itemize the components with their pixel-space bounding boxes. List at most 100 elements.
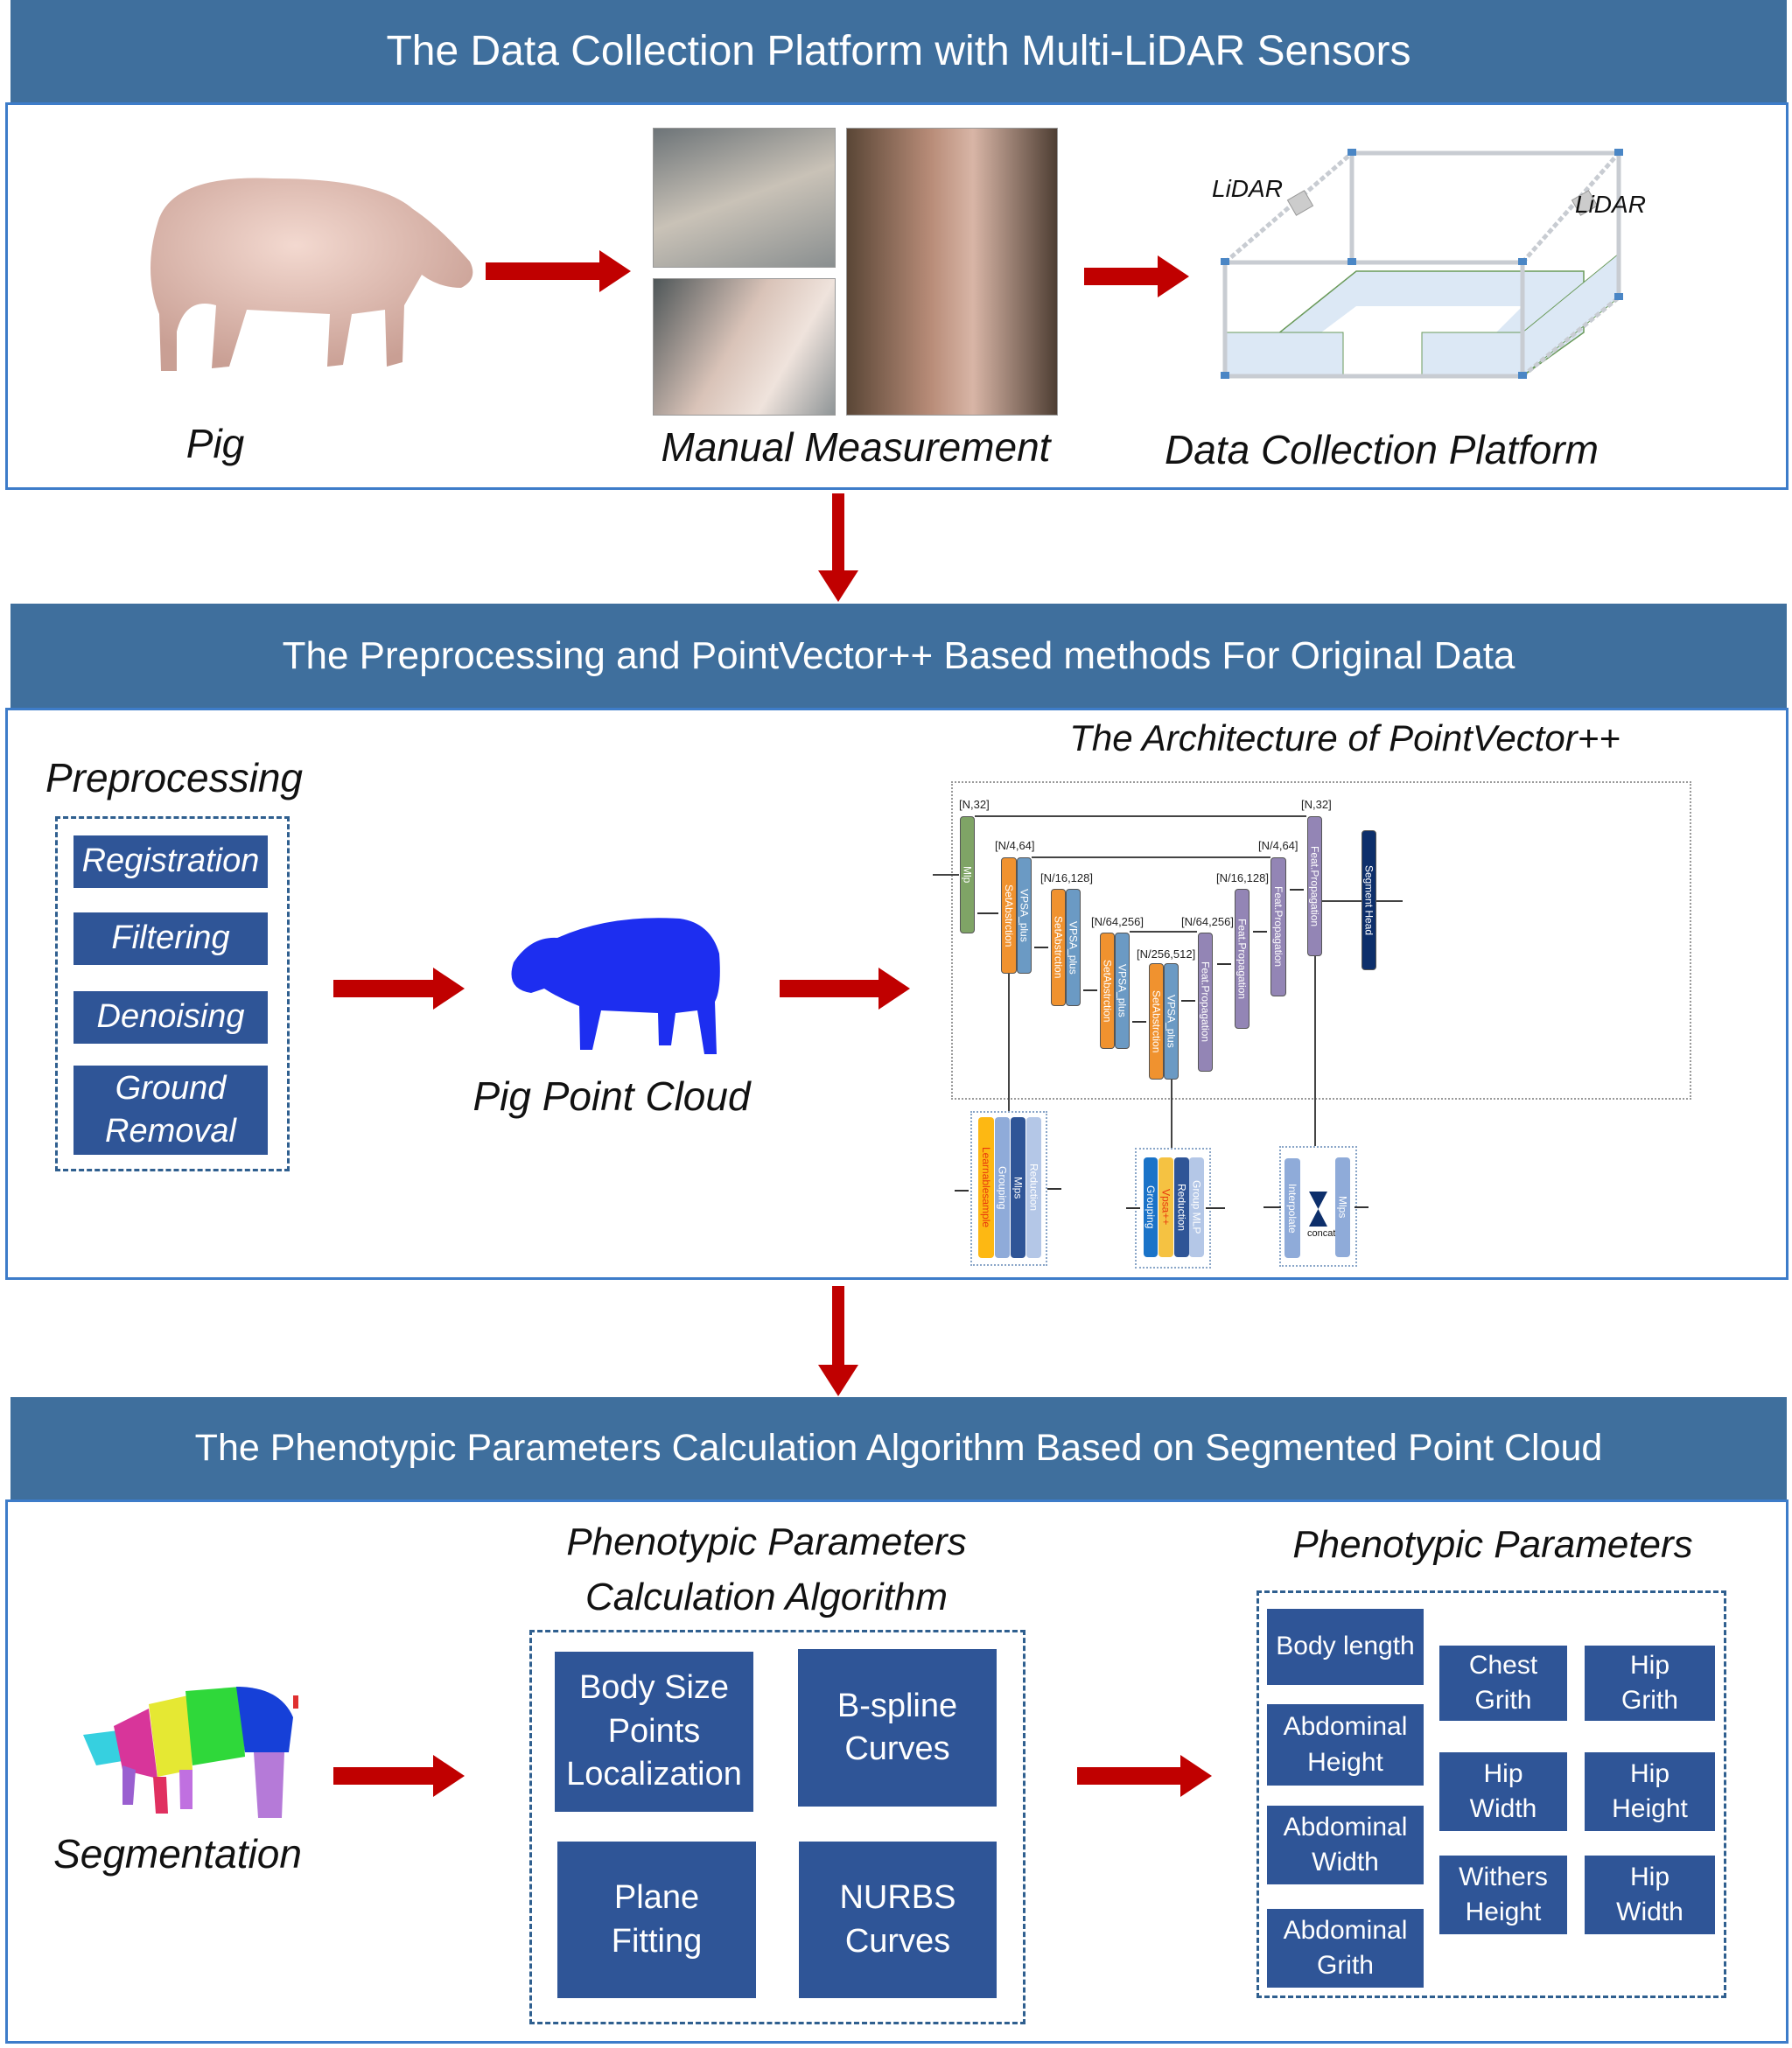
flow-arrow [1047,1188,1061,1190]
lidar-sensor-icon [1571,190,1599,216]
step-ground-removal: Ground Removal [74,1066,268,1155]
learnable-sample-module [970,1111,1047,1266]
param-abdominal-height: Abdominal Height [1267,1704,1424,1786]
flow-arrow [1126,1207,1140,1209]
pig-point-cloud [511,918,720,1054]
pig-photo [150,178,473,371]
output-arrow [1376,900,1403,902]
vpsa-plus-block: VPSA_plus [1164,963,1179,1080]
dim-label: [N/16,128] [1040,871,1093,884]
flow-arrow [955,1190,969,1192]
flow-arrow [1217,963,1231,965]
dim-label: [N,32] [1301,798,1332,811]
set-abstraction-block: SetAbstrction [1149,963,1164,1080]
flow-arrow [1181,1000,1195,1002]
algorithm-b-spline: B-spline Curves [798,1649,997,1807]
flow-arrow [1264,1206,1281,1208]
algorithm-nurbs: NURBS Curves [799,1842,997,1998]
arrow-right-icon [486,250,631,292]
param-chest-grith: Chest Grith [1439,1646,1567,1721]
lidar-label: LiDAR [1212,175,1283,202]
connector [1008,974,1010,1111]
param-abdominal-grith: Abdominal Grith [1267,1909,1424,1988]
section3-panel [5,1499,1788,2044]
step-filtering: Filtering [74,912,268,965]
dim-label: [N,32] [959,798,990,811]
segmentation-label: Segmentation [53,1831,302,1877]
mlps-block: Mlps [1011,1117,1026,1258]
learnablesample-block: Learnablesample [978,1117,994,1258]
arrow-right-icon [1077,1755,1212,1797]
flow-arrow [1083,989,1097,991]
dim-label: [N/4,64] [995,839,1035,852]
arrow-right-icon [333,1755,465,1797]
segment-head-block: Segment Head [1362,830,1376,970]
feat-propagation-block: Feat.Propagation [1235,889,1250,1029]
reduction-block: Reduction [1026,1117,1041,1258]
section2-panel [5,708,1788,1280]
concat-icon [1309,1192,1327,1227]
vpsa-plus-block: VPSA_plus [1115,933,1130,1049]
reduction-block: Reduction [1174,1157,1189,1257]
mlp-block: Mlp [960,816,975,933]
data-collection-platform-diagram [1221,149,1623,379]
set-abstraction-block: SetAbstrction [1001,857,1017,974]
pig-label: Pig [186,421,245,466]
param-hip-height: Hip Height [1585,1752,1715,1831]
measurement-photo [653,278,836,416]
section1-header: The Data Collection Platform with Multi-… [10,0,1787,102]
step-denoising: Denoising [74,991,268,1044]
manual-measurement-label: Manual Measurement [661,424,1051,470]
flow-arrow [977,912,998,914]
flow-arrow [1034,947,1048,948]
flow-arrow [1253,931,1267,933]
architecture-frame [951,781,1691,1100]
skip-connection [1032,856,1270,858]
section3-header: The Phenotypic Parameters Calculation Al… [10,1397,1787,1499]
tape-measure-photo [846,128,1058,416]
set-abstraction-block: SetAbstrction [1051,889,1066,1006]
concat-label: concat [1307,1228,1336,1239]
flow-arrow [1206,1207,1225,1209]
arrow-right-icon [333,968,465,1010]
dim-label: [N/64,256] [1091,915,1144,928]
param-hip-width-2: Hip Width [1585,1856,1715,1934]
algorithm-group [529,1630,1026,2024]
section1-panel [5,102,1788,490]
parameters-group [1256,1590,1726,1998]
vpsa-plus-block: VPSA_plus [1017,857,1032,974]
flow-arrow [1354,1206,1368,1208]
param-body-length: Body length [1267,1609,1424,1685]
param-abdominal-width: Abdominal Width [1267,1806,1424,1884]
parameters-title: Phenotypic Parameters [1292,1523,1693,1566]
set-abstraction-block: SetAbstrction [1100,933,1115,1049]
section2-header: The Preprocessing and PointVector++ Base… [10,604,1787,708]
vpsa-plus-block: VPSA_plus [1066,889,1081,1006]
algorithm-plane-fitting: Plane Fitting [557,1842,756,1998]
flow-arrow [1322,900,1362,902]
preprocessing-title: Preprocessing [45,755,304,800]
arrow-down-icon [818,1286,858,1396]
preprocessing-group [55,816,290,1171]
grouping-block: Grouping [995,1117,1010,1258]
algorithm-body-size-points: Body Size Points Localization [555,1652,753,1812]
architecture-title: The Architecture of PointVector++ [1069,717,1620,758]
segmented-pig-point-cloud [83,1687,298,1818]
param-hip-grith: Hip Grith [1585,1646,1715,1721]
lidar-sensor-icon [1286,190,1314,216]
lidar-label: LiDAR [1575,191,1646,218]
pig-point-cloud-label: Pig Point Cloud [472,1073,751,1119]
algorithm-title-line1: Phenotypic Parameters [566,1520,967,1563]
skip-connection [1130,931,1197,933]
flow-arrow [1132,1021,1146,1023]
arrow-right-icon [780,968,910,1010]
feat-propagation-block: Feat.Propagation [1198,933,1213,1072]
dim-label: [N/64,256] [1181,915,1234,928]
connector [1171,1080,1172,1148]
feat-propagation-block: Feat.Propagation [1270,857,1286,996]
arrow-down-icon [818,493,858,602]
platform-label: Data Collection Platform [1165,427,1599,472]
dim-label: [N/16,128] [1216,871,1269,884]
skip-connection [975,815,1306,817]
dim-label: [N/4,64] [1258,839,1298,852]
